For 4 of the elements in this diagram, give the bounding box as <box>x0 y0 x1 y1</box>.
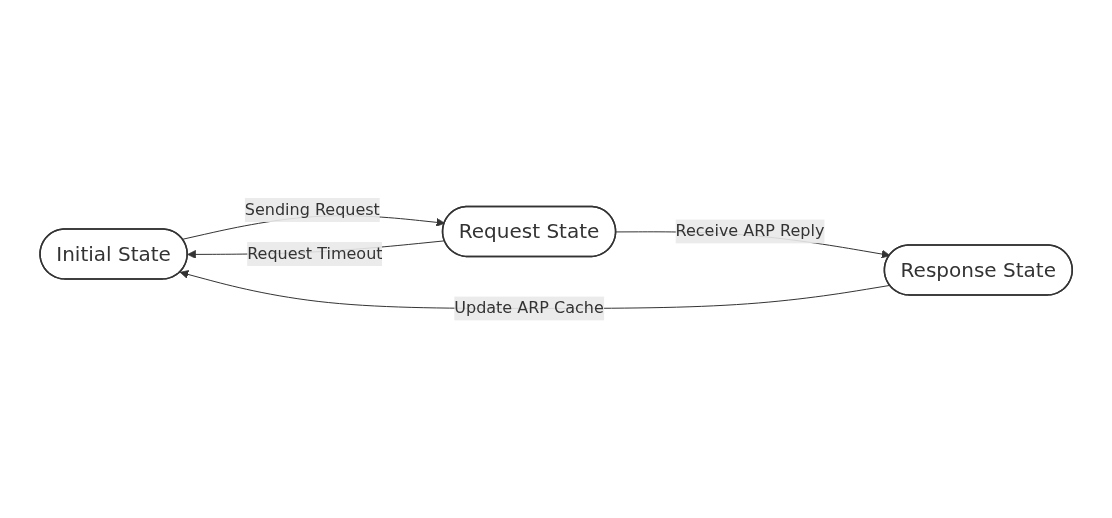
edge-label: Sending Request <box>244 199 380 219</box>
edge-label: Request Timeout <box>247 243 383 263</box>
edge-label: Receive ARP Reply <box>675 221 825 241</box>
edge-label: Update ARP Cache <box>454 298 604 318</box>
